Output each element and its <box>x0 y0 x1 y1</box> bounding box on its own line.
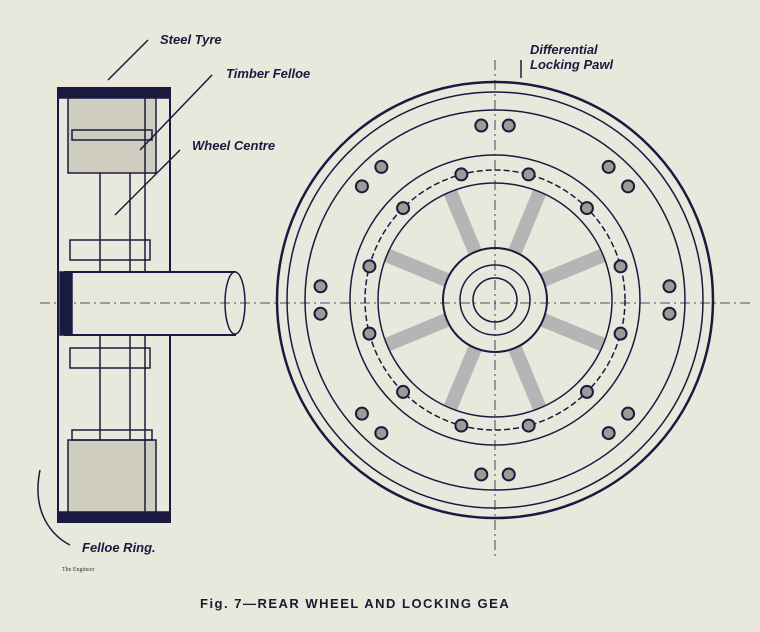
spoke <box>508 189 547 255</box>
bolt <box>501 467 516 482</box>
publisher-mark: The Engineer <box>62 567 95 573</box>
bolt <box>662 279 677 294</box>
figure-caption: Fig. 7—REAR WHEEL AND LOCKING GEA <box>200 596 511 611</box>
label-felloe-ring: Felloe Ring. <box>82 540 156 555</box>
spoke <box>443 189 482 255</box>
bolt <box>613 326 628 341</box>
bolt <box>454 418 469 433</box>
bolt <box>501 118 516 133</box>
bolt <box>313 279 328 294</box>
bolt <box>521 418 536 433</box>
bolt <box>354 179 369 194</box>
spoke <box>384 248 450 287</box>
label-differential-pawl: Differential Locking Pawl <box>530 42 614 72</box>
side-view <box>57 87 246 523</box>
bolt <box>454 167 469 182</box>
bolt <box>662 306 677 321</box>
bolt <box>362 259 377 274</box>
bolt <box>579 384 594 399</box>
spoke <box>508 345 547 411</box>
bolt <box>621 179 636 194</box>
bolt <box>579 201 594 216</box>
bolt <box>621 406 636 421</box>
spoke <box>540 248 606 287</box>
front-view <box>275 80 715 520</box>
bolt <box>396 384 411 399</box>
bolt <box>601 426 616 441</box>
bolt <box>313 306 328 321</box>
label-steel-tyre: Steel Tyre <box>160 32 222 47</box>
bolt <box>396 201 411 216</box>
bolt <box>474 467 489 482</box>
bolt <box>374 159 389 174</box>
bolt <box>362 326 377 341</box>
bolt <box>521 167 536 182</box>
spoke <box>540 313 606 352</box>
spoke <box>443 345 482 411</box>
bolt <box>354 406 369 421</box>
label-wheel-centre: Wheel Centre <box>192 138 276 153</box>
spoke <box>384 313 450 352</box>
bolt <box>613 259 628 274</box>
bolt <box>374 426 389 441</box>
bolt <box>601 159 616 174</box>
label-timber-felloe: Timber Felloe <box>226 66 311 81</box>
bolt <box>474 118 489 133</box>
